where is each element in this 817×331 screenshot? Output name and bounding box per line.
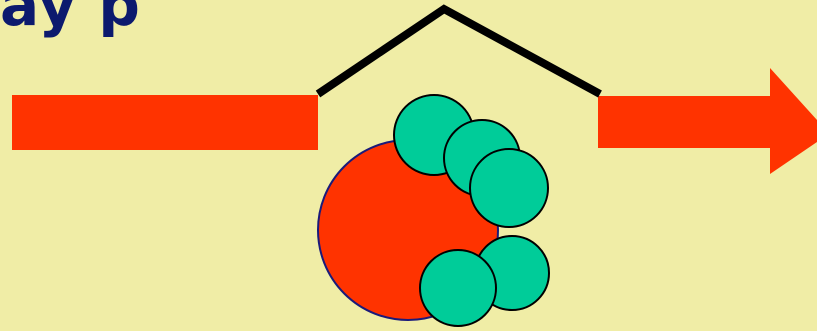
subunit-circle-bottom-left [420, 250, 496, 326]
roof-chevron [318, 9, 600, 94]
subunit-circle-top-right [470, 149, 548, 227]
left-arrow-shaft [12, 95, 318, 150]
right-arrow [598, 68, 817, 174]
